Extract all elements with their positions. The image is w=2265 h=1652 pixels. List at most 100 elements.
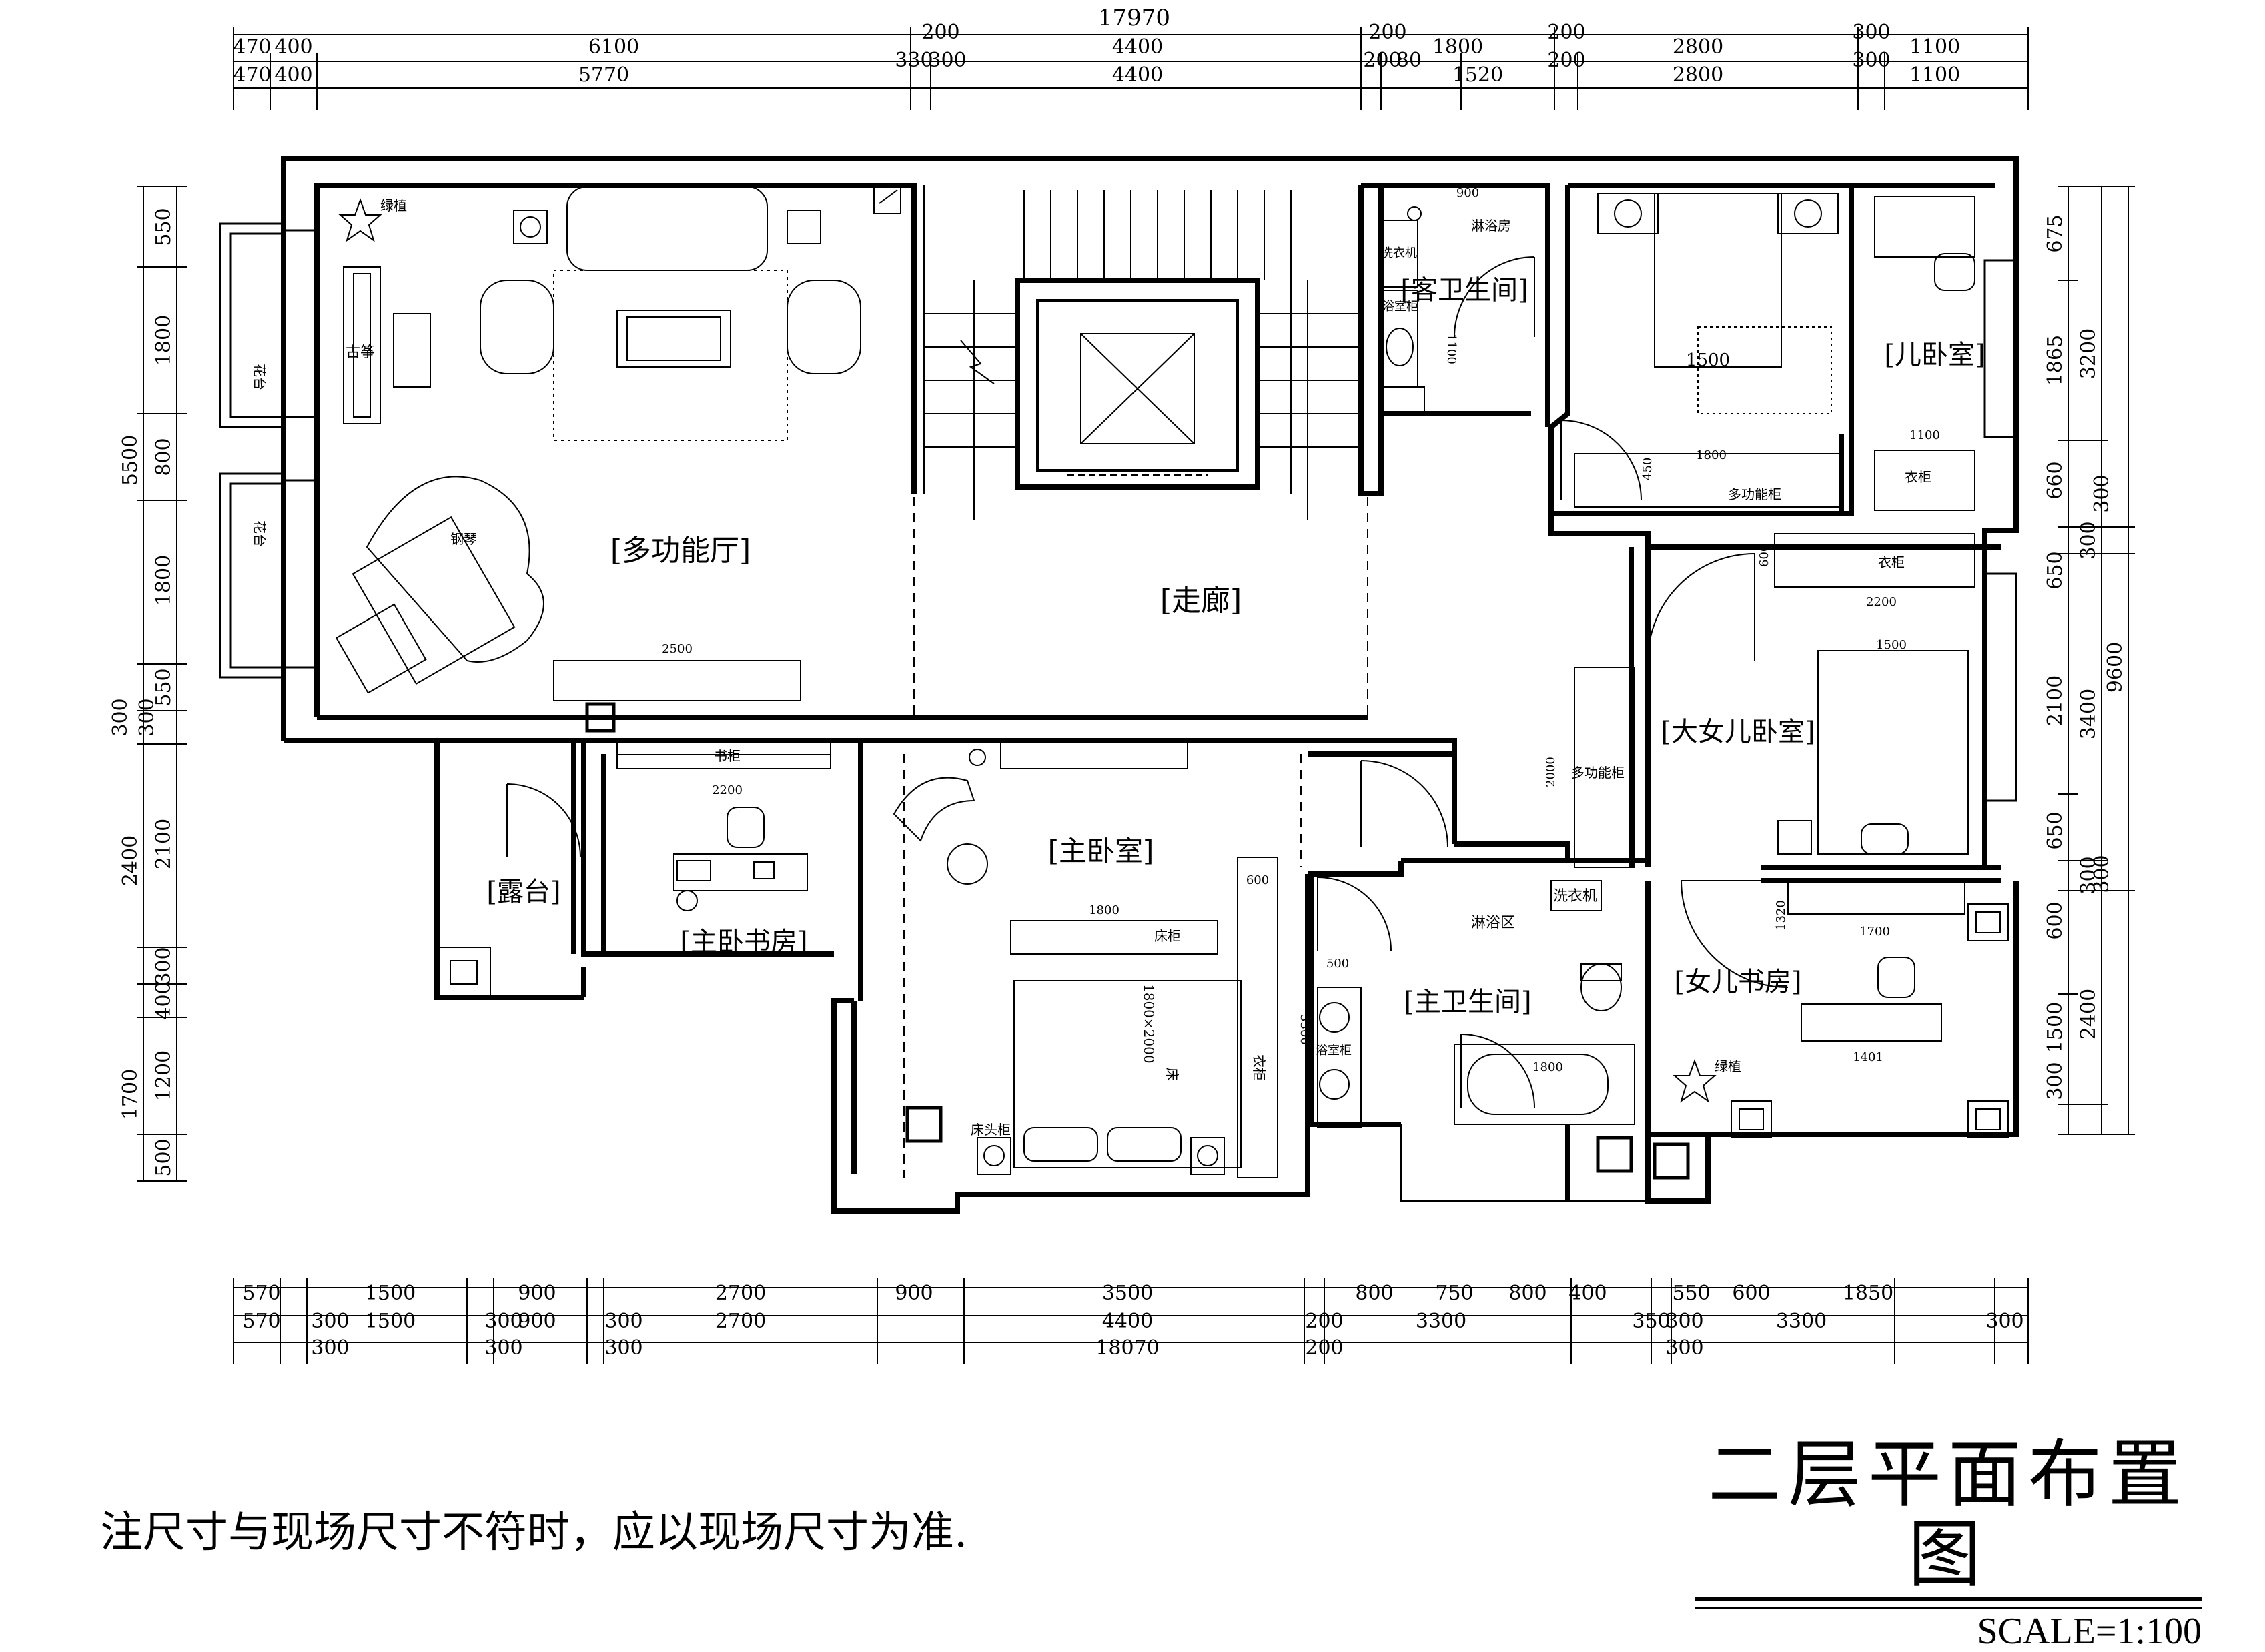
dim-top2-5: 300 [928, 49, 966, 72]
dim-top2-4: 330 [895, 49, 933, 72]
idim-guest: 1100 [1444, 334, 1458, 364]
idim-daughter-bed: 1500 [1876, 638, 1907, 652]
plant-icon [338, 198, 382, 242]
title-block: 二层平面布置图 SCALE=1:100 [1695, 1434, 2202, 1651]
dim-right-mid-2: 300 [2090, 474, 2114, 512]
dim-top-7: 1800 [1432, 35, 1483, 59]
dim-left-11: 500 [152, 1138, 175, 1176]
dim-right-7: 650 [2044, 811, 2067, 849]
dim-left-outer-2: 300 [109, 698, 132, 736]
label-bed-size: 1800×2000 [1141, 984, 1157, 1064]
dim-bot2-11: 350 [1632, 1310, 1670, 1333]
staircase [924, 190, 1361, 520]
idim-study-1320: 1320 [1774, 900, 1788, 931]
label-plant-2: 绿植 [1715, 1058, 1741, 1074]
dim-right-11: 300 [2044, 1062, 2067, 1100]
dim-right-1: 675 [2044, 214, 2067, 252]
dim-bot3-2: 300 [484, 1336, 522, 1360]
label-piano: 钢琴 [450, 531, 477, 547]
dim-top-11: 1100 [1909, 35, 1960, 59]
label-nightstand: 床头柜 [971, 1122, 1011, 1138]
label-shower-room: 淋浴房 [1471, 218, 1511, 234]
label-washer-1: 洗衣机 [1381, 246, 1417, 260]
dim-bot2-9: 200 [1305, 1310, 1343, 1333]
idim-study-1401: 1401 [1853, 1050, 1883, 1064]
dim-bot-7: 800 [1355, 1282, 1393, 1305]
idim-bookcase: 2200 [712, 783, 743, 797]
dim-top-2: 400 [274, 35, 312, 59]
room-elder-daughter: [大女儿卧室] [1661, 717, 1815, 747]
dim-bot-6: 3500 [1102, 1282, 1153, 1305]
title-underline-thin [1695, 1607, 2202, 1609]
dim-left-3: 800 [152, 438, 175, 476]
title-underline-thick [1695, 1597, 2202, 1601]
dim-left-9: 400 [152, 981, 175, 1019]
dim-bot-3: 900 [518, 1282, 556, 1305]
dim-right-4: 300 [2077, 521, 2100, 559]
dim-bot2-13: 3300 [1776, 1310, 1827, 1333]
dim-right-6: 2100 [2044, 675, 2067, 726]
label-planter-1: 花台 [252, 364, 268, 390]
left-dimension-texts: 5500 300 2400 1700 550 1800 800 1800 550… [109, 208, 175, 1176]
dim-top-8: 200 [1547, 21, 1585, 44]
room-master-bedroom: [主卧室] [1048, 835, 1154, 867]
plan-note: 注尺寸与现场尺寸不符时，应以现场尺寸为准. [100, 1508, 968, 1557]
dim-top2-12: 300 [1852, 49, 1890, 72]
label-wardrobe-1: 衣柜 [1905, 469, 1931, 485]
furniture [335, 186, 2009, 1180]
dim-bot2-8: 4400 [1102, 1310, 1153, 1333]
idim-son-bed: 1500 [1686, 350, 1730, 370]
dim-bot2-4: 300 [484, 1310, 522, 1333]
idim-son-450: 450 [1641, 458, 1655, 480]
dim-top-6: 200 [1368, 21, 1406, 44]
label-bath-cabinet-1: 浴室柜 [1382, 300, 1418, 314]
label-multi-cabinet-2: 多功能柜 [1571, 765, 1625, 781]
right-dimension-texts: 675 1865 660 300 650 2100 650 300 600 15… [2044, 214, 2127, 1100]
dim-bot2-10: 3300 [1416, 1310, 1466, 1333]
idim-wardrobe: 3300 [1298, 1014, 1312, 1045]
plan-scale: SCALE=1:100 [1977, 1611, 2202, 1652]
idim-daughter-600: 600 [1757, 544, 1771, 567]
dim-bot-10: 400 [1568, 1282, 1607, 1305]
idim-basin: 500 [1326, 957, 1349, 971]
label-washer-2: 洗衣机 [1553, 888, 1597, 905]
dim-bot-5: 900 [895, 1282, 933, 1305]
dim-left-outer-1: 5500 [119, 435, 142, 486]
dim-right-9: 600 [2044, 901, 2067, 939]
dim-bot-4: 2700 [715, 1282, 766, 1305]
idim-wardrobe-end: 600 [1246, 873, 1269, 887]
plan-title: 二层平面布置图 [1708, 1432, 2188, 1597]
room-son-bedroom: [儿卧室] [1884, 340, 1985, 370]
dim-bot2-6: 300 [604, 1310, 642, 1333]
idim-shower: 900 [1456, 186, 1479, 200]
top-dimensions [233, 27, 2029, 110]
idim-tv: 2500 [662, 642, 693, 656]
room-multi-hall: [多功能厅] [610, 534, 751, 568]
right-dimensions [2058, 186, 2135, 1135]
dim-top2-7: 200 [1363, 49, 1401, 72]
room-corridor: [走廊] [1160, 584, 1242, 618]
dim-top2-10: 200 [1547, 49, 1585, 72]
room-balcony: [露台] [486, 877, 560, 907]
room-labels: [多功能厅] [走廊] [客卫生间] [儿卧室] [大女儿卧室] [主卧室] [… [486, 275, 1985, 1017]
dim-bot3-1: 300 [311, 1336, 349, 1360]
dim-top-10: 300 [1852, 21, 1890, 44]
dim-right-mid-1: 3200 [2077, 328, 2100, 379]
dim-bot2-12: 300 [1665, 1310, 1703, 1333]
left-dimensions [137, 186, 187, 1182]
dim-right-3: 660 [2044, 461, 2067, 499]
idim-tub: 1800 [1532, 1060, 1563, 1074]
dim-top2-11: 2800 [1673, 63, 1723, 87]
dim-left-outer-4: 1700 [119, 1069, 142, 1120]
dim-bot3-3: 300 [604, 1336, 642, 1360]
dim-top2-3: 5770 [578, 63, 629, 87]
dim-right-8: 300 [2077, 856, 2100, 894]
label-plant-1: 绿植 [380, 197, 407, 214]
label-guzheng: 古筝 [346, 344, 375, 361]
dim-bot2-5: 900 [518, 1310, 556, 1333]
bottom-dimensions [233, 1278, 2029, 1364]
window-bays [219, 222, 2017, 802]
dim-left-outer-3: 2400 [119, 835, 142, 886]
dim-top-1: 470 [233, 35, 271, 59]
dim-bot2-2: 300 [311, 1310, 349, 1333]
